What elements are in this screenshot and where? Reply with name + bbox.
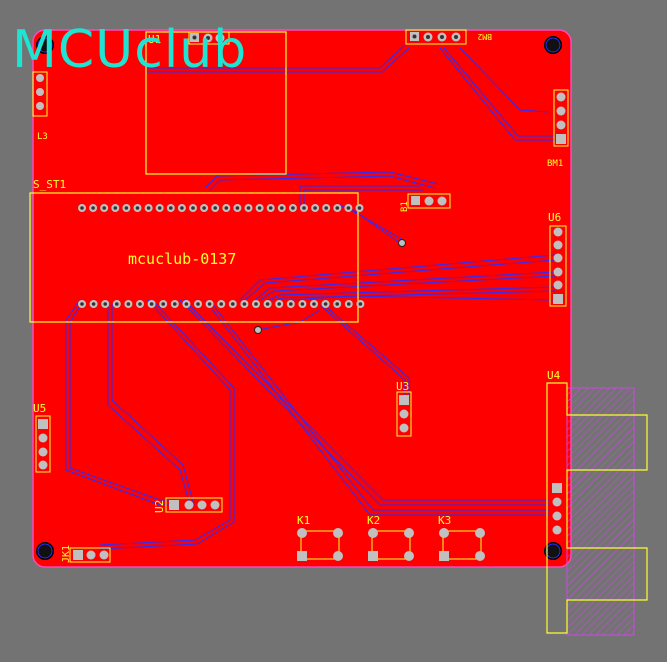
header-pin-hole: [335, 302, 340, 306]
u4-keepout-bottom: [566, 547, 635, 636]
header-pin-hole: [173, 302, 177, 306]
header-pin-hole: [302, 206, 306, 210]
s-st1-label: S_ST1: [33, 178, 66, 191]
b1-label: B1: [400, 201, 410, 212]
header-pin-hole: [235, 206, 240, 210]
u3-outline: [396, 391, 412, 437]
u4-label: U4: [547, 369, 561, 382]
header-pin-hole: [115, 302, 119, 306]
header-pin-hole: [257, 206, 262, 210]
top-header-pins: [410, 32, 461, 42]
header-pin-hole: [357, 206, 362, 210]
header-pin-hole: [246, 206, 251, 210]
header-pin-hole: [103, 302, 107, 306]
header-pin-hole: [184, 302, 189, 306]
header-pin-hole: [196, 302, 200, 306]
u6-label: U6: [548, 211, 561, 224]
switch-k1: [297, 528, 343, 561]
header-pin-hole: [231, 302, 235, 306]
k3-label: K3: [438, 514, 451, 527]
via: [254, 326, 262, 334]
header-pin-hole: [224, 206, 229, 210]
header-pin-hole: [346, 206, 351, 210]
s-st1-bottom-pins: [78, 300, 365, 308]
header-pin-hole: [157, 206, 162, 210]
header-pin-hole: [180, 206, 184, 210]
via: [398, 239, 406, 247]
switch-k3: [439, 528, 485, 561]
header-pin-hole: [149, 302, 154, 306]
header-pin-hole: [102, 206, 106, 210]
header-pin-hole: [207, 302, 212, 306]
header-pin-hole: [313, 206, 317, 210]
header-pin-hole: [291, 206, 295, 210]
header-pin-hole: [213, 206, 217, 210]
k2-label: K2: [367, 514, 380, 527]
header-pin-hole: [289, 302, 293, 306]
header-pin-hole: [324, 206, 329, 210]
header-pin-hole: [219, 302, 223, 306]
header-pin-hole: [335, 206, 340, 210]
u4-outline: [546, 382, 648, 634]
right-header-outline: [553, 89, 569, 147]
header-pin-hole: [191, 206, 195, 210]
header-pin-hole: [169, 206, 173, 210]
header-pin-hole: [300, 302, 305, 306]
u1-pins: [190, 33, 225, 43]
header-pin-hole: [113, 206, 118, 210]
header-pin-hole: [358, 302, 363, 306]
u2-outline: [165, 497, 223, 513]
logo-mcuclub: MCUclub: [12, 20, 248, 80]
header-pin-hole: [268, 206, 273, 210]
header-pin-hole: [277, 302, 282, 306]
jk1-label: JK1: [61, 545, 72, 563]
u5-label: U5: [33, 402, 46, 415]
u5-outline: [35, 415, 51, 473]
u2-label: U2: [153, 500, 166, 513]
u3-label: U3: [396, 380, 409, 393]
top-header-outline: [405, 29, 467, 45]
header-pin-hole: [91, 206, 95, 210]
board-title: mcuclub-0137: [128, 250, 237, 268]
traces: [65, 44, 560, 550]
header-pin-hole: [146, 206, 151, 210]
header-pin-hole: [126, 302, 131, 306]
top-header-label: BM2: [477, 32, 492, 41]
u6-outline: [549, 225, 567, 307]
header-pin-hole: [124, 206, 129, 210]
header-pin-hole: [80, 302, 84, 306]
right-header-label: BM1: [547, 159, 563, 169]
board-copper: [32, 29, 572, 568]
header-pin-hole: [135, 206, 140, 210]
header-pin-hole: [138, 302, 142, 306]
header-pin-hole: [323, 302, 328, 306]
header-pin-hole: [202, 206, 206, 210]
jk1-outline: [69, 547, 111, 563]
switch-k2: [368, 528, 414, 561]
b1-outline: [407, 193, 451, 209]
s-st1-outline: [29, 192, 359, 323]
left-header-label: L3: [37, 132, 48, 142]
header-pin-hole: [254, 302, 258, 306]
mounting-holes: [36, 36, 562, 560]
header-pin-hole: [91, 302, 96, 306]
u4-keepout-top: [566, 387, 635, 549]
header-pin-hole: [161, 302, 165, 306]
header-pin-hole: [280, 206, 284, 210]
header-pin-hole: [242, 302, 247, 306]
left-header-outline: [32, 71, 48, 117]
header-pin-hole: [265, 302, 270, 306]
header-pin-hole: [347, 302, 351, 306]
s-st1-top-pins: [78, 204, 364, 212]
k1-label: K1: [297, 514, 310, 527]
u1-label: U1: [148, 33, 161, 46]
header-pin-hole: [312, 302, 316, 306]
header-pin-hole: [80, 206, 84, 210]
